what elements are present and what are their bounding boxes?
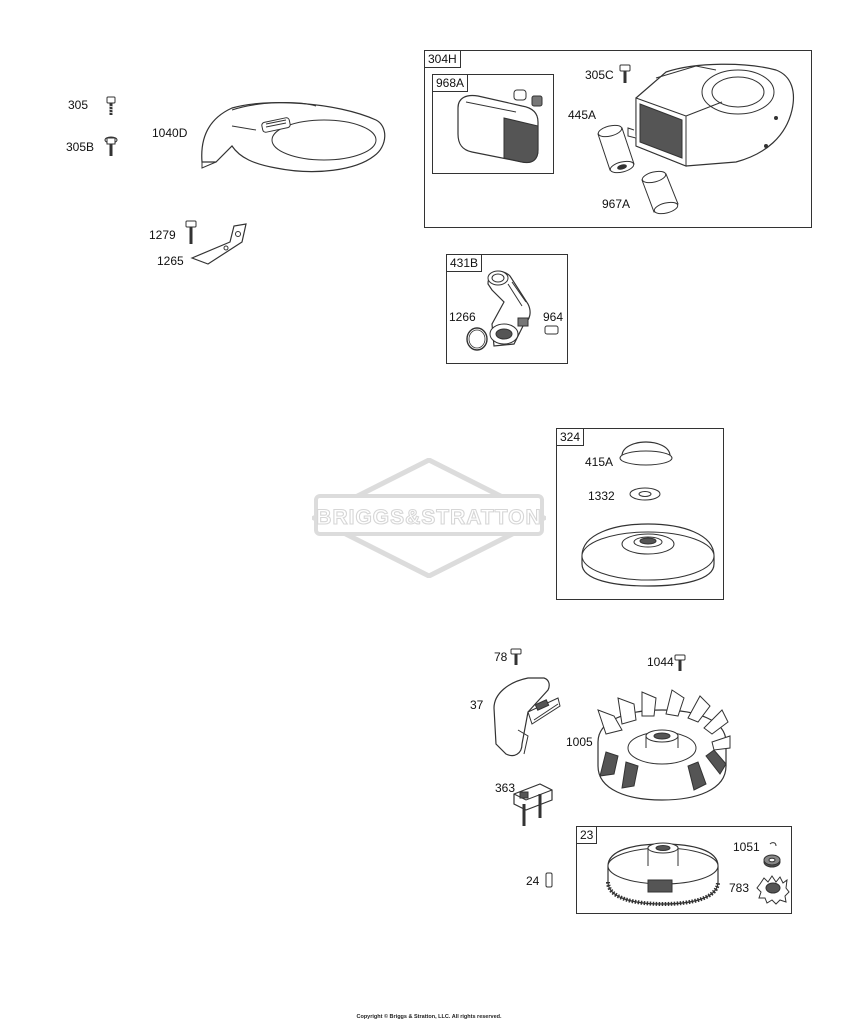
washer-1332-icon [629, 487, 661, 501]
group-324-tag: 324 [556, 428, 585, 446]
screw-1044-icon [674, 654, 686, 671]
callout-964: 964 [543, 310, 564, 324]
callout-445a: 445A [568, 108, 597, 122]
callout-305: 305 [68, 98, 89, 112]
group-304h-box: 304H [424, 50, 812, 228]
callout-415a: 415A [585, 455, 614, 469]
screw-305b-icon [104, 136, 118, 156]
group-324-box: 324 [556, 428, 724, 600]
o-ring-1266-icon [466, 327, 488, 351]
callout-24: 24 [526, 874, 540, 888]
blower-housing-icon [627, 63, 795, 167]
screw-305-icon [106, 96, 116, 115]
bracket-363-icon [513, 783, 553, 826]
callout-1051: 1051 [733, 840, 760, 854]
callout-1265: 1265 [157, 254, 184, 268]
callout-37: 37 [470, 698, 484, 712]
callout-305c: 305C [585, 68, 614, 82]
group-304h-tag: 304H [424, 50, 461, 68]
watermark-text: BRIGGS&STRATTON [316, 506, 541, 529]
group-23-box: 23 [576, 826, 792, 914]
screw-1279-icon [185, 220, 197, 244]
rotating-screen-324-icon [581, 523, 715, 587]
callout-78: 78 [494, 650, 508, 664]
blower-housing-cover-1040d-icon [201, 102, 386, 173]
elbow-431b-icon [487, 270, 531, 347]
callout-783: 783 [729, 881, 750, 895]
screw-305c-icon [619, 64, 631, 83]
screw-78-icon [510, 648, 522, 665]
bracket-1265-icon [190, 223, 247, 265]
key-24-icon [545, 872, 553, 888]
briggs-stratton-watermark-logo: BRIGGS&STRATTON [312, 458, 546, 578]
group-431b-box: 431B [446, 254, 568, 364]
flywheel-fan-1005-icon [597, 689, 731, 801]
starter-gear-783-icon [756, 875, 790, 905]
group-23-tag: 23 [576, 826, 598, 844]
plug-964-icon [544, 325, 559, 335]
callout-1044: 1044 [647, 655, 674, 669]
callout-1005: 1005 [566, 735, 593, 749]
callout-967a: 967A [602, 197, 631, 211]
callout-363: 363 [495, 781, 516, 795]
callout-1266: 1266 [449, 310, 476, 324]
group-968a-box: 968A [432, 74, 554, 174]
callout-305b: 305B [66, 140, 95, 154]
callout-1332: 1332 [588, 489, 615, 503]
callout-1040d: 1040D [152, 126, 188, 140]
air-filter-cover-968a-icon [457, 89, 543, 164]
pre-cleaner-967a-icon [641, 170, 679, 215]
guard-37-icon [493, 677, 561, 757]
callout-1279: 1279 [149, 228, 176, 242]
cap-415a-icon [619, 441, 673, 466]
air-filter-445a-icon [597, 124, 635, 174]
copyright-notice: Copyright © Briggs & Stratton, LLC. All … [356, 1014, 502, 1020]
nut-1051-icon [763, 842, 781, 868]
group-968a-tag: 968A [432, 74, 469, 92]
flywheel-23-icon [606, 842, 720, 907]
group-431b-tag: 431B [446, 254, 483, 272]
